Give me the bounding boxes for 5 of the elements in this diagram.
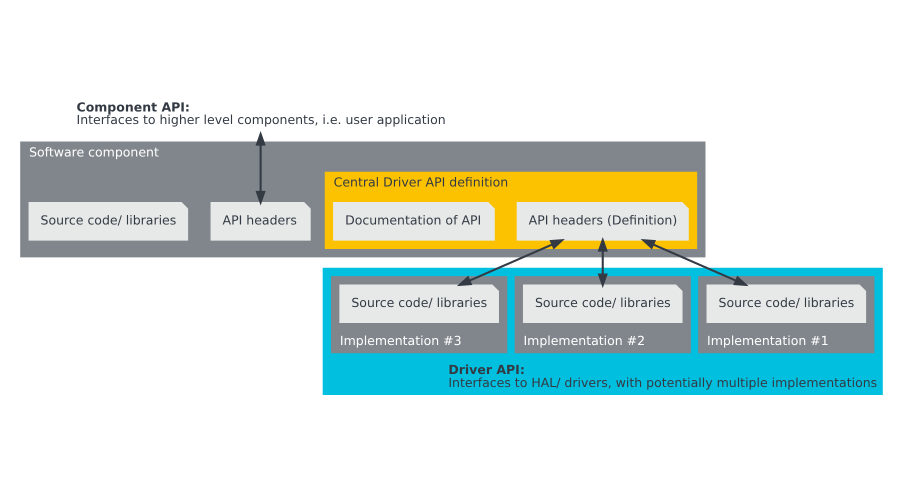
arrow [456, 238, 565, 286]
arrow [640, 238, 749, 286]
arrow [256, 130, 266, 205]
arrow [598, 236, 608, 288]
node-text: Component API: Interfaces to higher level components, i.e. user application [76, 98, 446, 126]
